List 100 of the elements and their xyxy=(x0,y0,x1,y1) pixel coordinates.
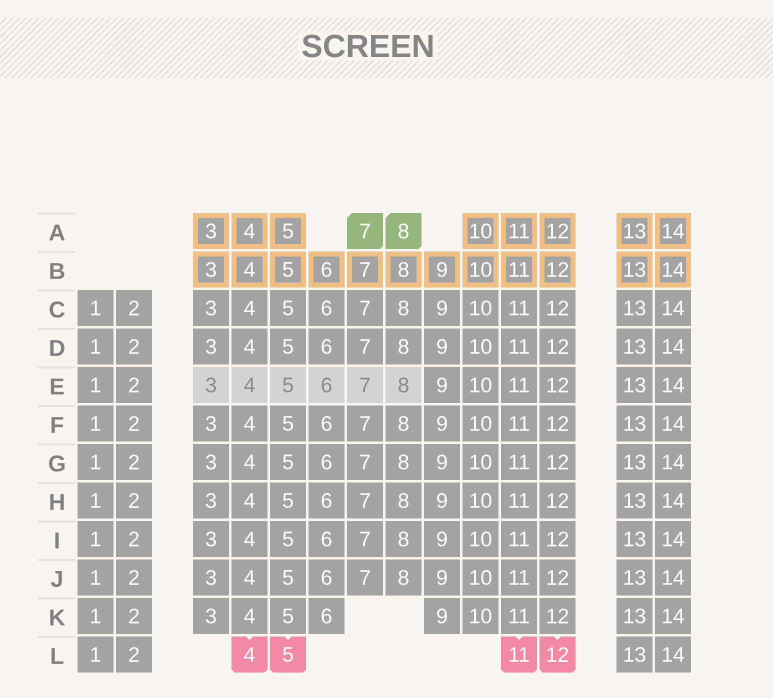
seat: 11 xyxy=(501,290,537,326)
seat: 8 xyxy=(386,482,422,518)
seat: 3 xyxy=(193,560,229,596)
seat: 14 xyxy=(655,560,691,596)
seat: 10 xyxy=(462,598,498,634)
seat: 13 xyxy=(616,521,652,557)
seat: 5 xyxy=(270,328,306,364)
seat: 4 xyxy=(232,482,268,518)
seat: 1 xyxy=(78,367,114,403)
seat: 6 xyxy=(308,290,344,326)
seat: 10 xyxy=(462,367,498,403)
seat: 9 xyxy=(424,328,460,364)
seat: 8 xyxy=(386,560,422,596)
row-letter: F xyxy=(52,417,64,433)
seat: 10 xyxy=(462,213,498,249)
seat: 12 xyxy=(540,290,576,326)
seat: 14 xyxy=(655,598,691,634)
seat: 3 xyxy=(193,521,229,557)
seat: 6 xyxy=(308,521,344,557)
seat: 6 xyxy=(308,252,344,288)
row-letter: H xyxy=(50,494,64,510)
seat: 5 xyxy=(270,444,306,480)
seat: 2 xyxy=(116,406,152,442)
seat: 10 xyxy=(462,560,498,596)
seat: 6 xyxy=(308,598,344,634)
seat: 7 xyxy=(347,252,383,288)
screen-band: SCREEN xyxy=(0,17,773,79)
seat: 13 xyxy=(616,328,652,364)
seat: 14 xyxy=(655,252,691,288)
seat: 2 xyxy=(116,521,152,557)
seat: 2 xyxy=(116,598,152,634)
seat: 9 xyxy=(424,252,460,288)
seat: 10 xyxy=(462,290,498,326)
seat: 11 xyxy=(501,482,537,518)
seat: 14 xyxy=(655,328,691,364)
seat: 5 xyxy=(270,598,306,634)
seat: 2 xyxy=(116,560,152,596)
seat: 12 xyxy=(540,521,576,557)
seat: 12 xyxy=(540,482,576,518)
seat: 9 xyxy=(424,482,460,518)
seat: 5 xyxy=(270,482,306,518)
seat: 3 xyxy=(193,406,229,442)
seat: 10 xyxy=(462,406,498,442)
seat: 5 xyxy=(270,367,306,403)
seat: 3 xyxy=(193,328,229,364)
seat: 1 xyxy=(78,444,114,480)
seat: 4 xyxy=(232,444,268,480)
seat: 9 xyxy=(424,290,460,326)
seat: 6 xyxy=(308,328,344,364)
seat: 3 xyxy=(193,598,229,634)
seat: 14 xyxy=(655,636,691,672)
seat: 14 xyxy=(655,444,691,480)
seat: 12 xyxy=(540,252,576,288)
seat: 12 xyxy=(540,636,576,672)
seat: 2 xyxy=(116,636,152,672)
seat: 11 xyxy=(501,636,537,672)
seat: 7 xyxy=(347,290,383,326)
row-letter: E xyxy=(50,378,64,394)
seat: 7 xyxy=(347,367,383,403)
seat: 6 xyxy=(308,560,344,596)
seat: 13 xyxy=(616,252,652,288)
seat: 10 xyxy=(462,482,498,518)
seat: 12 xyxy=(540,328,576,364)
seat: 4 xyxy=(232,521,268,557)
seat: 10 xyxy=(462,252,498,288)
seat: 5 xyxy=(270,636,306,672)
seat: 13 xyxy=(616,367,652,403)
seat: 6 xyxy=(308,482,344,518)
row-letter: D xyxy=(50,340,64,356)
seat: 8 xyxy=(386,444,422,480)
seat: 10 xyxy=(462,328,498,364)
seat: 7 xyxy=(347,521,383,557)
seat: 12 xyxy=(540,213,576,249)
seat: 5 xyxy=(270,406,306,442)
seat: 4 xyxy=(232,406,268,442)
seat: 3 xyxy=(193,482,229,518)
seat: 12 xyxy=(540,560,576,596)
seat: 7 xyxy=(347,328,383,364)
seat: 11 xyxy=(501,213,537,249)
seat: 11 xyxy=(501,444,537,480)
row-letter: A xyxy=(49,224,65,240)
seat: 11 xyxy=(501,367,537,403)
seat: 10 xyxy=(462,521,498,557)
seat: 4 xyxy=(232,560,268,596)
seat: 13 xyxy=(616,598,652,634)
seat: 7 xyxy=(347,560,383,596)
seat: 2 xyxy=(116,444,152,480)
seat: 3 xyxy=(193,290,229,326)
seat: 9 xyxy=(424,521,460,557)
seat: 5 xyxy=(270,213,306,249)
seat: 11 xyxy=(501,406,537,442)
seat: 1 xyxy=(78,521,114,557)
seat: 13 xyxy=(616,560,652,596)
seat: 11 xyxy=(501,328,537,364)
seat: 10 xyxy=(462,444,498,480)
seat: 13 xyxy=(616,444,652,480)
seat: 4 xyxy=(232,252,268,288)
seat: 7 xyxy=(347,213,383,249)
seat: 12 xyxy=(540,444,576,480)
seat: 9 xyxy=(424,598,460,634)
